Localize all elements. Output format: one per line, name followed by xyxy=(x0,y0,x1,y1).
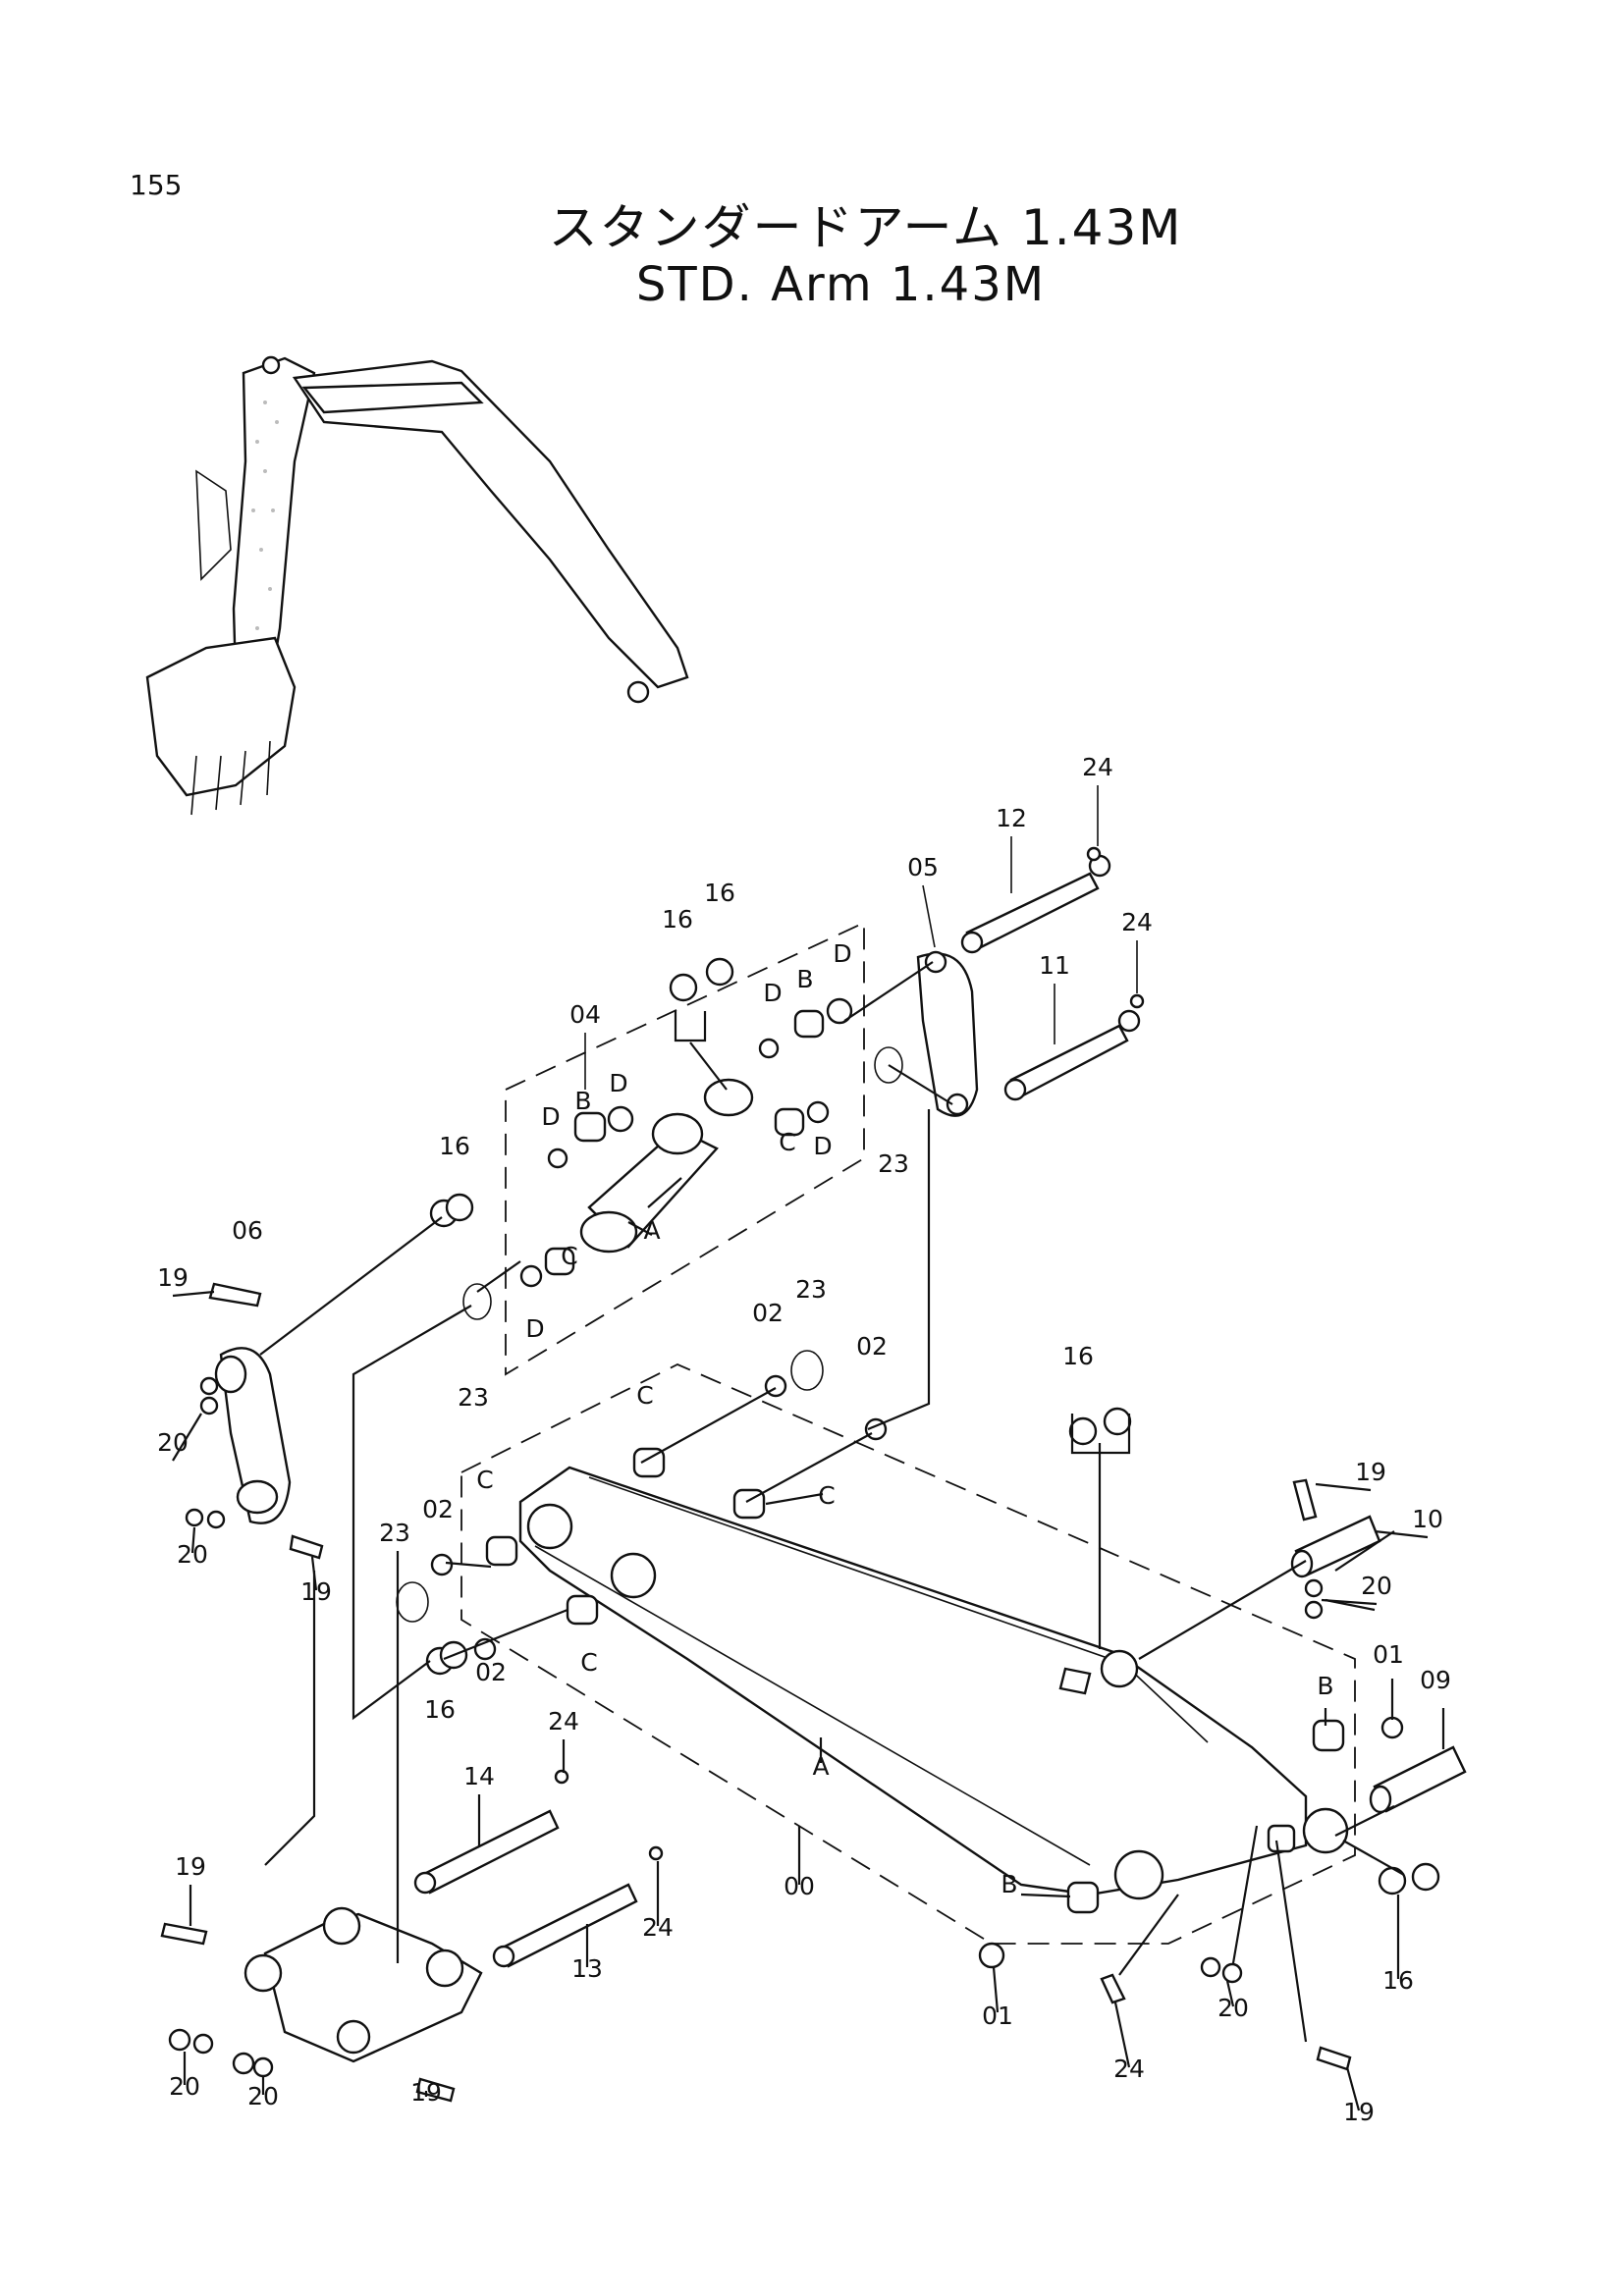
pin-11 xyxy=(1003,1009,1141,1101)
part-callout-c16b: 16 xyxy=(704,879,735,907)
title-english: STD. Arm 1.43M xyxy=(635,257,1047,312)
part-callout-c11: 11 xyxy=(1039,951,1070,980)
pin-12 xyxy=(960,854,1111,954)
part-callout-c24d: 24 xyxy=(642,1913,674,1942)
part-callout-cAb: A xyxy=(812,1752,829,1781)
group-box-04 xyxy=(505,921,865,1376)
part-callout-cCe: C xyxy=(476,1466,493,1494)
part-callout-c10: 10 xyxy=(1412,1505,1443,1533)
part-callout-cCc: C xyxy=(636,1381,653,1410)
part-callout-c19e: 19 xyxy=(410,2078,442,2107)
part-callout-c23b: 23 xyxy=(458,1383,489,1412)
part-callout-c24b: 24 xyxy=(1121,908,1153,936)
title-japanese: スタンダードアーム 1.43M xyxy=(548,199,1183,256)
pin-09 xyxy=(1369,1745,1467,1814)
part-callout-cDe: D xyxy=(813,1132,832,1160)
part-callout-c19d: 19 xyxy=(175,1852,206,1881)
part-callout-c09: 09 xyxy=(1420,1666,1451,1694)
part-callout-cDa: D xyxy=(833,939,851,968)
page-number: 155 xyxy=(130,169,183,201)
part-callout-c19f: 19 xyxy=(1343,2098,1375,2126)
part-callout-c16f: 16 xyxy=(1382,1966,1414,1995)
part-callout-c00: 00 xyxy=(784,1872,815,1900)
part-callout-cCa: C xyxy=(779,1128,795,1156)
part-callout-c16d: 16 xyxy=(424,1695,456,1724)
part-callout-c20f: 20 xyxy=(247,2082,279,2110)
link-a xyxy=(579,1078,754,1254)
part-callout-c19b: 19 xyxy=(300,1577,332,1606)
part-callout-c19c: 19 xyxy=(1355,1458,1386,1486)
arm-body xyxy=(518,1466,1349,1900)
part-callout-cDf: D xyxy=(525,1314,544,1343)
side-link-05 xyxy=(916,950,979,1117)
part-callout-c20b: 20 xyxy=(177,1540,208,1569)
part-callout-cBb: B xyxy=(1317,1672,1333,1700)
part-callout-c23c: 23 xyxy=(795,1275,827,1304)
pin-14 xyxy=(413,1809,560,1895)
part-callout-cCd: C xyxy=(818,1481,835,1510)
bucket-linkage-bracket xyxy=(243,1906,483,2063)
part-callout-cDd: D xyxy=(541,1102,560,1131)
part-callout-c02b: 02 xyxy=(856,1332,888,1361)
part-callout-c23d: 23 xyxy=(379,1519,410,1547)
part-callout-c19a: 19 xyxy=(157,1263,189,1292)
part-callout-c24e: 24 xyxy=(1113,2055,1145,2083)
part-callout-cBc: B xyxy=(1001,1870,1017,1898)
part-callout-c16a: 16 xyxy=(662,905,693,934)
side-link-06 xyxy=(214,1347,292,1524)
part-callout-cBa: B xyxy=(796,965,813,993)
part-callout-c04: 04 xyxy=(569,1000,601,1029)
part-callout-c24c: 24 xyxy=(548,1707,579,1735)
part-callout-cDb: D xyxy=(763,979,782,1007)
part-callout-c01a: 01 xyxy=(1373,1640,1404,1669)
group-box-00 xyxy=(460,1363,1356,1945)
part-callout-c20d: 20 xyxy=(1217,1994,1249,2022)
part-callout-c16c: 16 xyxy=(439,1132,470,1160)
leader-lines xyxy=(172,785,1445,2111)
part-callout-c12: 12 xyxy=(996,804,1027,832)
part-callout-c23a: 23 xyxy=(878,1149,909,1178)
part-callout-c20e: 20 xyxy=(169,2072,200,2101)
pin-10 xyxy=(1290,1515,1381,1578)
part-callout-c20a: 20 xyxy=(157,1428,189,1457)
part-callout-c05: 05 xyxy=(907,853,939,881)
part-callout-c14: 14 xyxy=(463,1762,495,1790)
excavator-overview-illustration xyxy=(145,355,689,816)
part-callout-c01b: 01 xyxy=(982,2002,1013,2030)
part-callout-c02d: 02 xyxy=(475,1658,507,1686)
part-callout-c02a: 02 xyxy=(752,1299,784,1327)
part-callout-cCf: C xyxy=(580,1648,597,1677)
part-callout-c20c: 20 xyxy=(1361,1572,1392,1600)
part-callout-c24a: 24 xyxy=(1082,753,1113,781)
part-callout-c13: 13 xyxy=(571,1954,603,1983)
part-callout-c06: 06 xyxy=(232,1216,263,1245)
part-callout-cAa: A xyxy=(643,1216,660,1245)
bushings-and-seals xyxy=(396,957,1440,1969)
pin-13 xyxy=(492,1883,638,1968)
part-callout-c16e: 16 xyxy=(1062,1342,1094,1370)
part-callout-cDc: D xyxy=(609,1069,627,1097)
part-callout-cB2: B xyxy=(574,1087,591,1115)
part-callout-cCb: C xyxy=(561,1242,577,1270)
bolts-nuts-fittings xyxy=(160,846,1352,2103)
part-callout-c02c: 02 xyxy=(422,1495,454,1523)
